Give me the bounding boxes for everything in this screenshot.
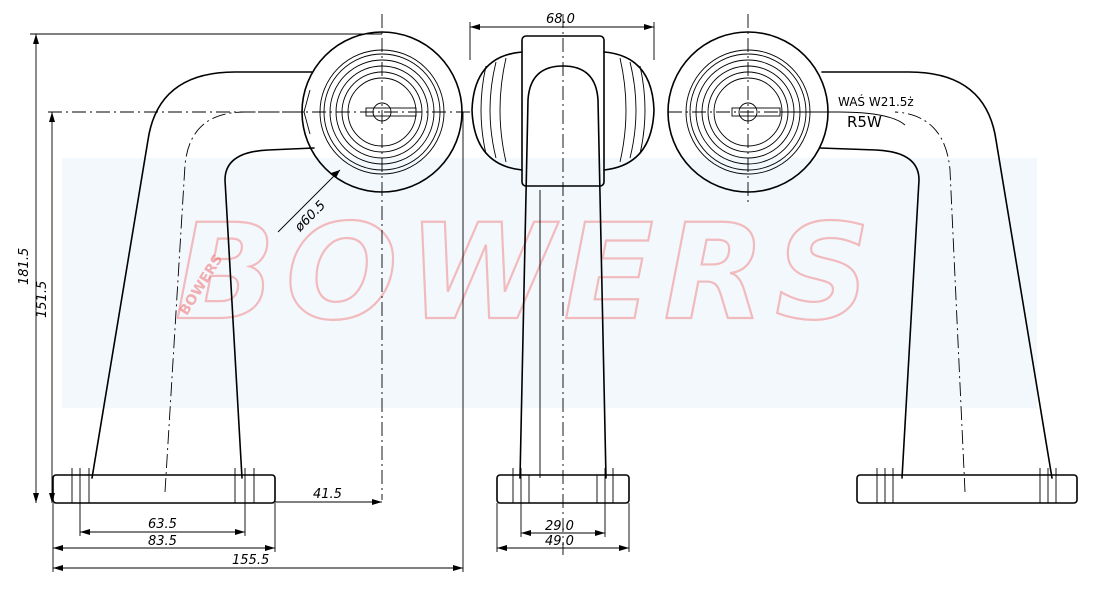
watermark-text: BOWERS [175, 196, 880, 350]
front-view: 68.0 29.0 [469, 12, 655, 555]
overall-height-label: 181.5 [17, 248, 32, 285]
lamp-width-label: 68.0 [546, 12, 575, 27]
base-plate-right [856, 468, 1078, 504]
bulb-note-line2: R5W [847, 113, 882, 131]
mount-height-label: 151.5 [35, 281, 50, 318]
hole-spacing-label: 63.5 [148, 517, 177, 532]
right-side-view: WAŚ W21.5ż R5W [667, 14, 1078, 504]
base-length-label: 83.5 [148, 534, 177, 549]
left-side-view: ø60.5 181.5 151.5 41.5 63.5 83.5 [17, 14, 470, 572]
front-hole-width-label: 29.0 [545, 519, 574, 534]
watermark: BOWERS BOWERS [62, 158, 1037, 408]
base-plate-left [52, 468, 276, 504]
front-base-width-label: 49.0 [545, 534, 574, 549]
base-plate-front [496, 468, 630, 504]
overall-width-label: 155.5 [232, 553, 269, 568]
center-offset-label: 41.5 [313, 487, 342, 502]
lamp-side-left [301, 31, 463, 193]
bulb-note-line1: WAŚ W21.5ż [838, 94, 914, 109]
